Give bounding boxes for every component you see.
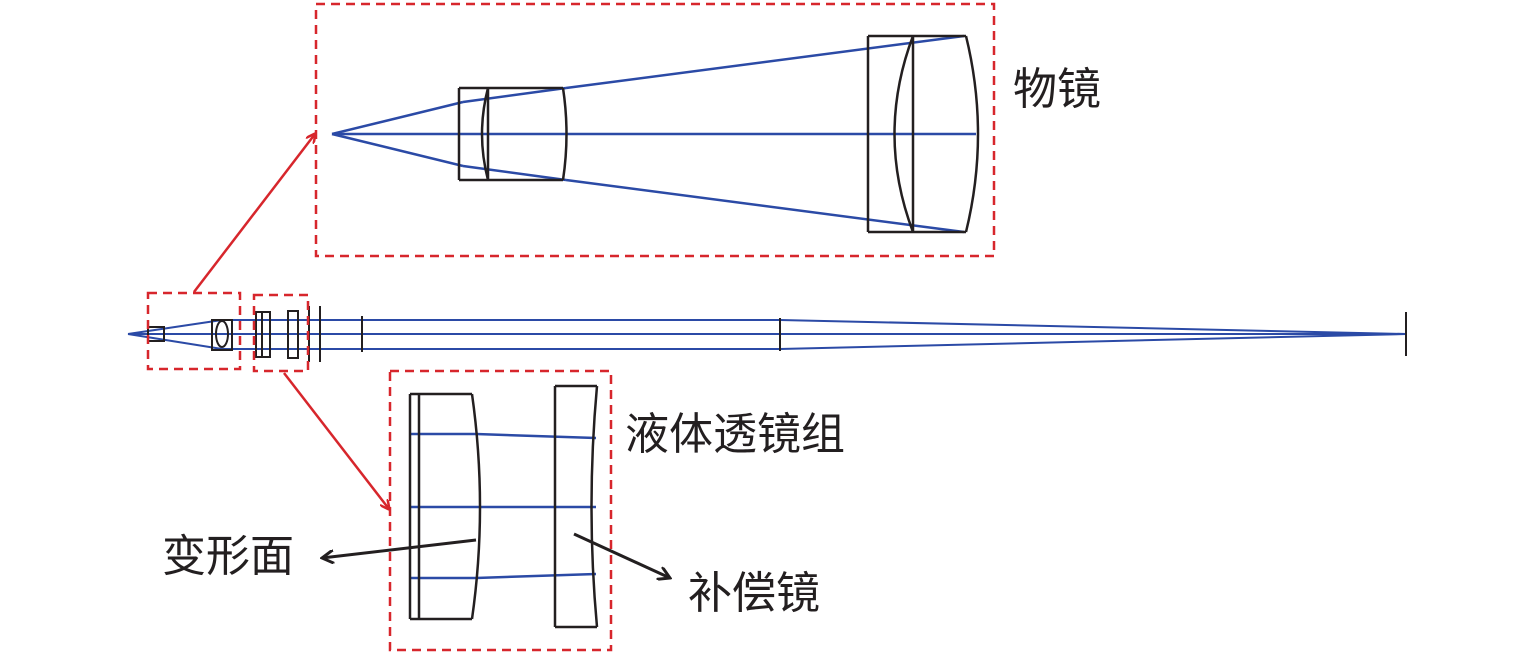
liquid-lens-inset — [322, 369, 670, 652]
objective-inset-frame — [314, 2, 996, 258]
liquid-lens-elements — [408, 384, 599, 629]
objective-zoom-arrow — [193, 134, 315, 293]
main-lens-elements — [147, 306, 1407, 362]
compensating-lens-pointer — [573, 532, 670, 578]
deformable-surface-label: 变形面 — [162, 531, 294, 582]
objective-lenses — [457, 34, 980, 234]
main-rays — [127, 319, 1407, 350]
objective-callout-box — [146, 291, 242, 371]
deformable-surface-pointer — [322, 538, 477, 558]
liquid-lens-group-label: 液体透镜组 — [625, 409, 845, 460]
compensating-lens-label: 补偿镜 — [688, 568, 820, 619]
liquid-lens-zoom-arrow — [283, 372, 389, 509]
objective-inset — [314, 2, 996, 258]
objective-label: 物镜 — [1013, 64, 1101, 115]
liquid-lens-inset-frame — [388, 369, 613, 652]
liquid-lens-callout-box — [252, 293, 310, 373]
main-system — [127, 291, 1407, 373]
objective-rays — [331, 34, 976, 234]
liquid-lens-rays — [410, 432, 597, 580]
